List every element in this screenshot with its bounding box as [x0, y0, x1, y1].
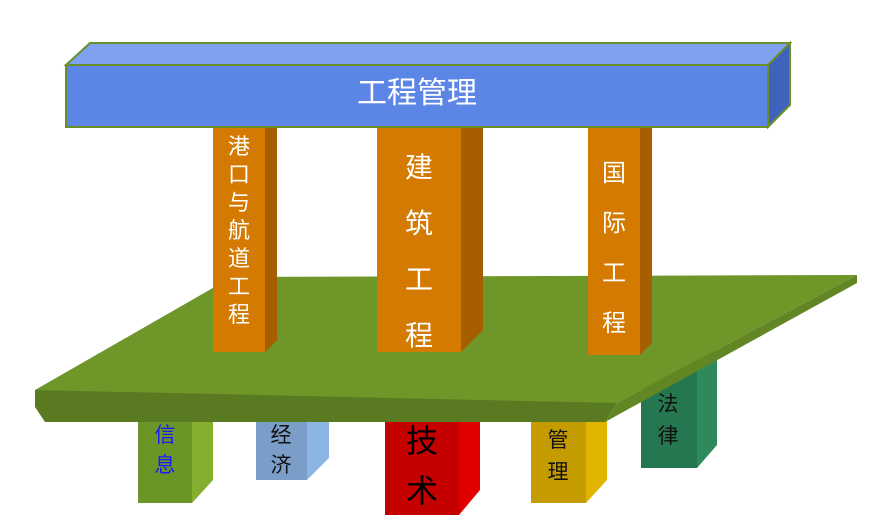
support-label-tech: 技术 — [405, 422, 438, 510]
pillar-building-block — [377, 127, 483, 352]
pillar-label-international: 国际工程 — [602, 159, 626, 337]
pillar-port-block — [213, 127, 277, 352]
top-beam — [63, 40, 793, 130]
support-label-law: 法律 — [657, 392, 679, 448]
pillar-international-block — [588, 127, 652, 355]
pillar-label-port: 港口与航道工程 — [227, 135, 250, 328]
support-label-economy: 经济 — [270, 423, 292, 477]
support-label-management: 管理 — [547, 428, 569, 484]
support-tech-block — [385, 405, 480, 515]
pillar-label-building: 建筑工程 — [404, 151, 433, 352]
support-label-info: 信息 — [154, 423, 176, 477]
beam-title: 工程管理 — [357, 76, 477, 111]
